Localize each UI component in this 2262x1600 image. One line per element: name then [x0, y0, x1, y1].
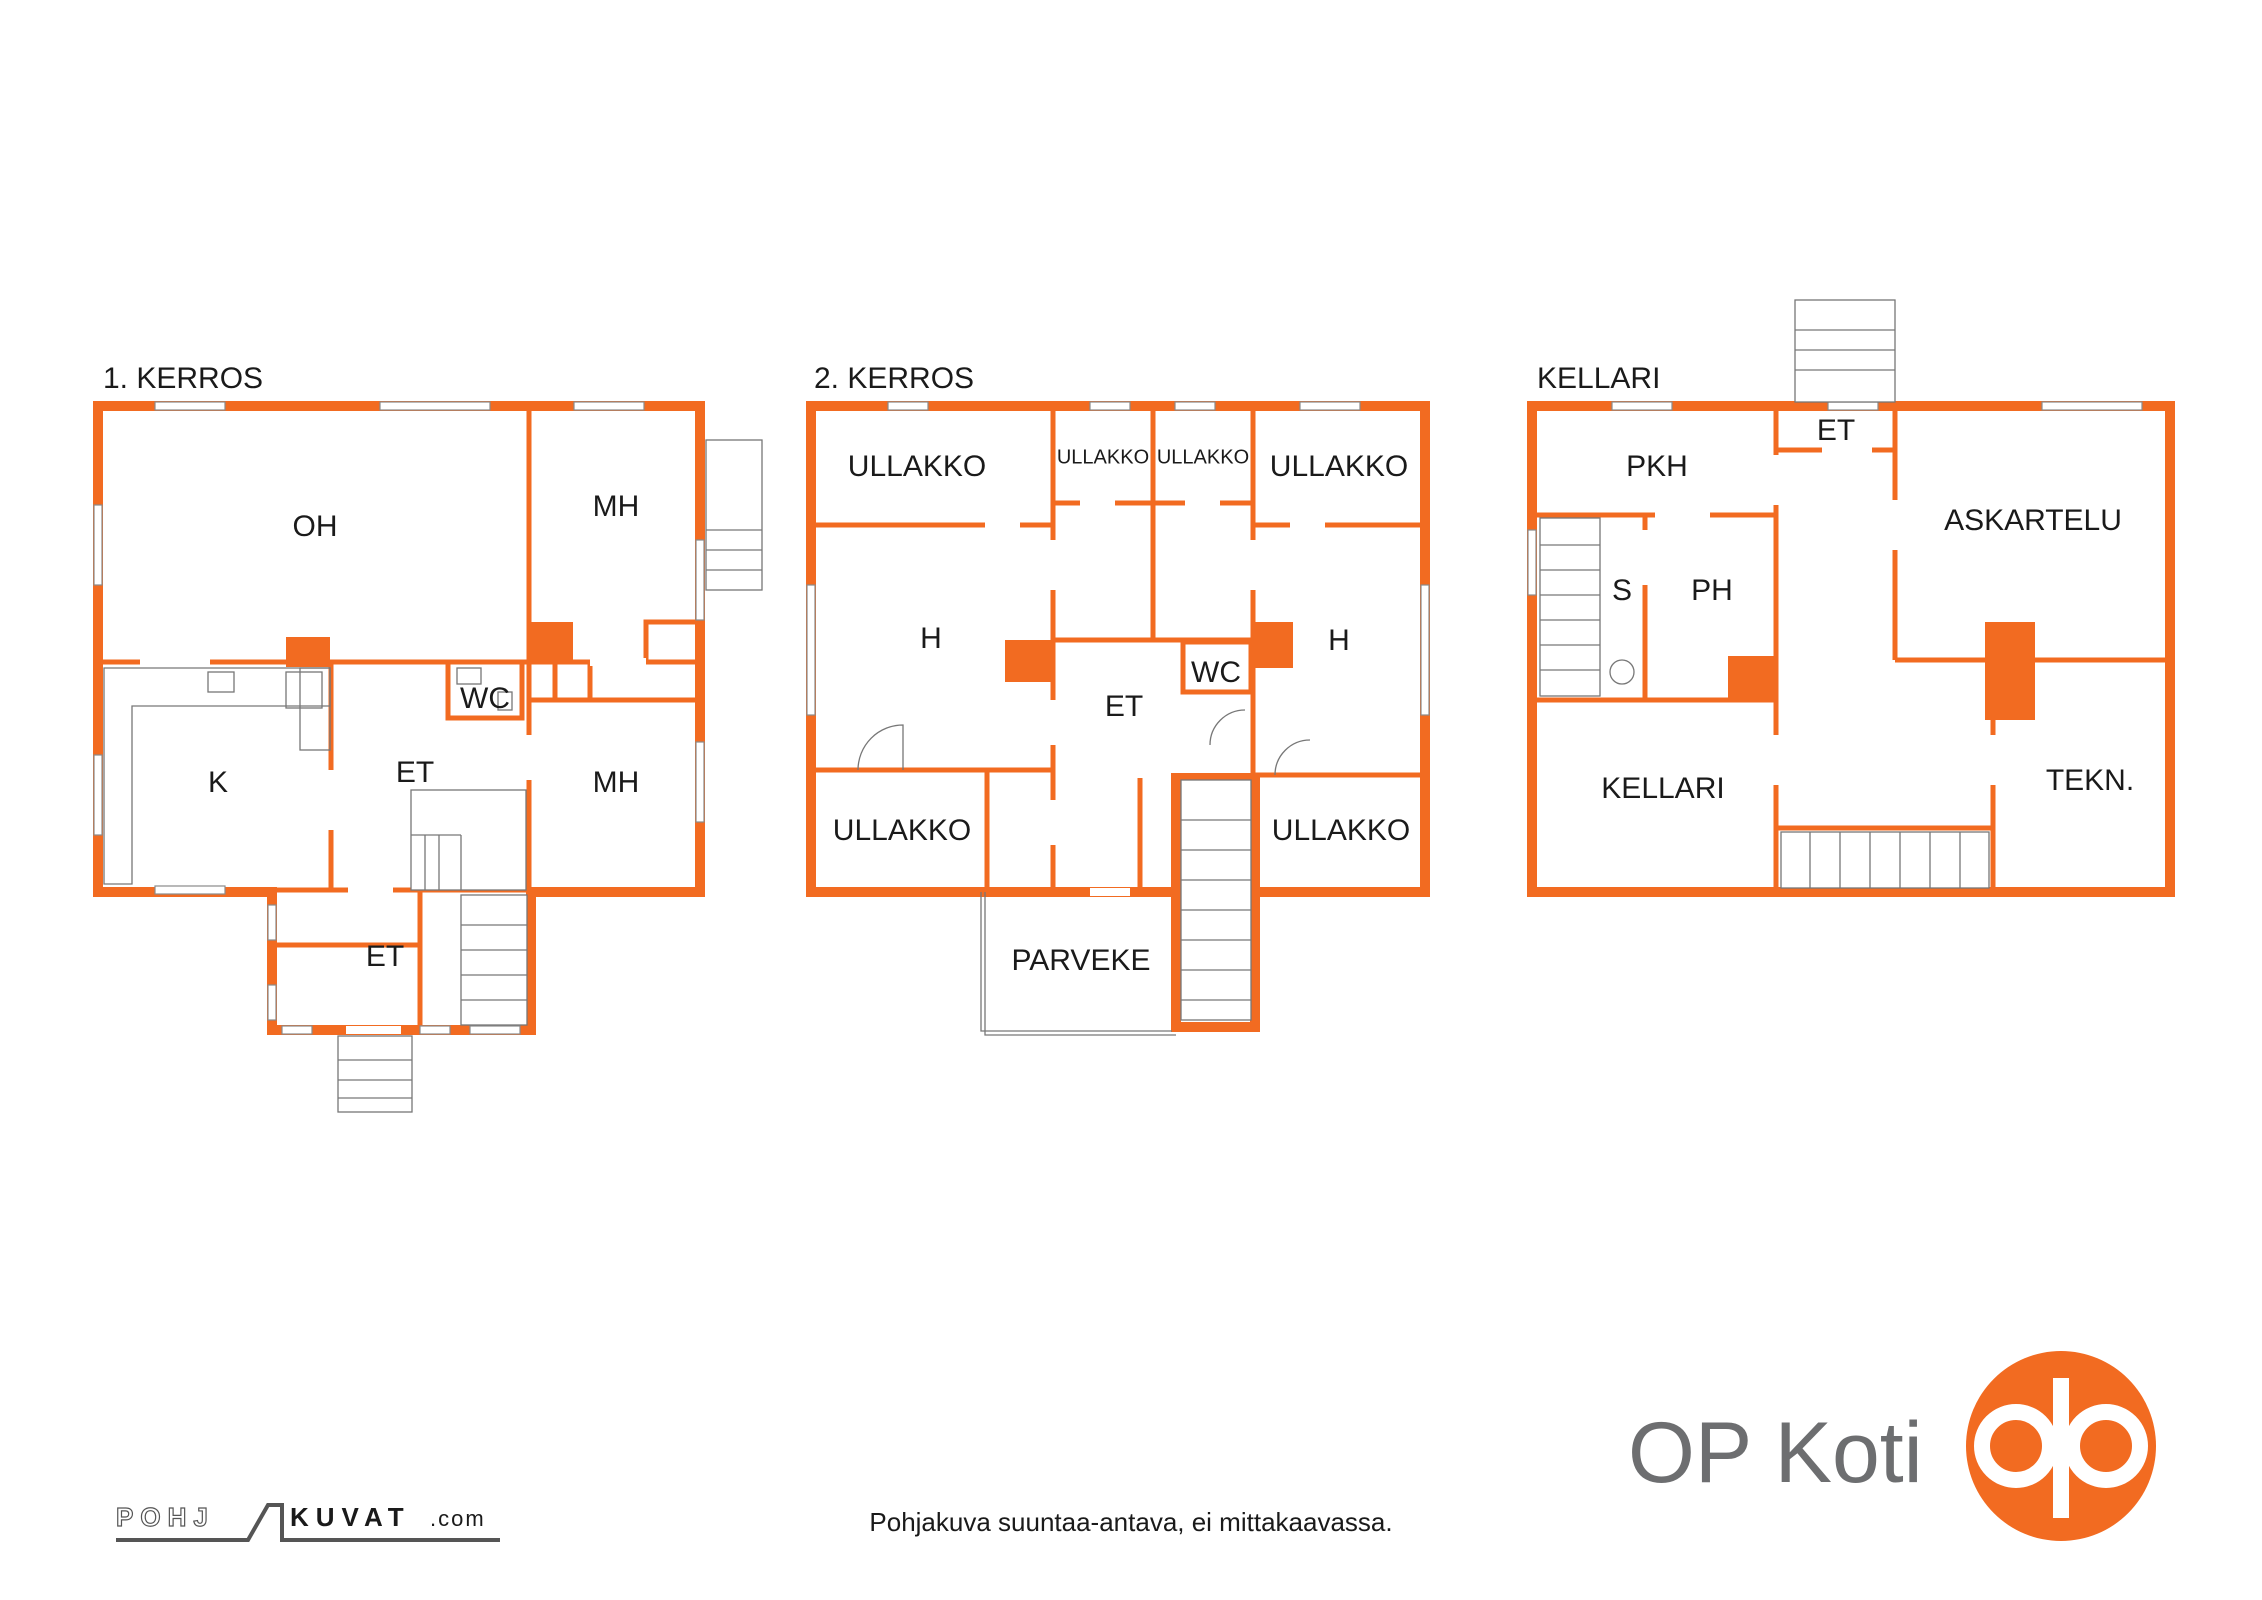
room-label: H [920, 622, 942, 655]
basement-stairs [1539, 299, 1990, 889]
room-label: KELLARI [1601, 772, 1724, 805]
room-label: OH [293, 510, 338, 543]
floor-2-plan: 2. KERROS [806, 362, 1430, 1036]
room-label: WC [460, 682, 510, 715]
brand-name: OP Koti [1628, 1405, 1923, 1501]
floor-1-stairs [410, 789, 528, 1026]
balcony [980, 892, 1176, 1036]
room-label: ET [1817, 414, 1855, 447]
pohjakuvat-logo: POHJ KUVAT .com [115, 1501, 500, 1542]
room-label: ULLAKKO [1157, 446, 1249, 468]
room-label: H [1328, 624, 1350, 657]
room-label: K [208, 766, 228, 799]
floor-2-title: 2. KERROS [814, 362, 974, 395]
room-label: ULLAKKO [833, 814, 971, 847]
room-label: MH [593, 490, 640, 523]
room-label: PH [1691, 574, 1733, 607]
basement-title: KELLARI [1537, 362, 1660, 395]
room-label: S [1612, 574, 1632, 607]
floor-1-title: 1. KERROS [103, 362, 263, 395]
op-logo-icon [1966, 1351, 2156, 1541]
room-label: ULLAKKO [1272, 814, 1410, 847]
room-label: ULLAKKO [1057, 446, 1149, 468]
room-label: PKH [1626, 450, 1688, 483]
room-label: ET [396, 756, 434, 789]
disclaimer-text: Pohjakuva suuntaa-antava, ei mittakaavas… [869, 1507, 1392, 1537]
room-label: PARVEKE [1012, 944, 1151, 977]
room-label: ULLAKKO [848, 450, 986, 483]
room-label: MH [593, 766, 640, 799]
credit-part2: KUVAT [290, 1502, 411, 1532]
room-label: WC [1191, 656, 1241, 689]
room-label: TEKN. [2046, 764, 2134, 797]
credit-part1: POHJ [116, 1502, 215, 1532]
room-label: ASKARTELU [1944, 504, 2122, 537]
floor-1-plan: 1. KERROS [93, 362, 763, 1113]
credit-part3: .com [430, 1506, 486, 1531]
basement-plan: KELLARI [1527, 299, 2175, 897]
floor-2-stairs [1180, 779, 1252, 1021]
room-label: ULLAKKO [1270, 450, 1408, 483]
room-label: ET [1105, 690, 1143, 723]
room-label: ET [366, 940, 404, 973]
